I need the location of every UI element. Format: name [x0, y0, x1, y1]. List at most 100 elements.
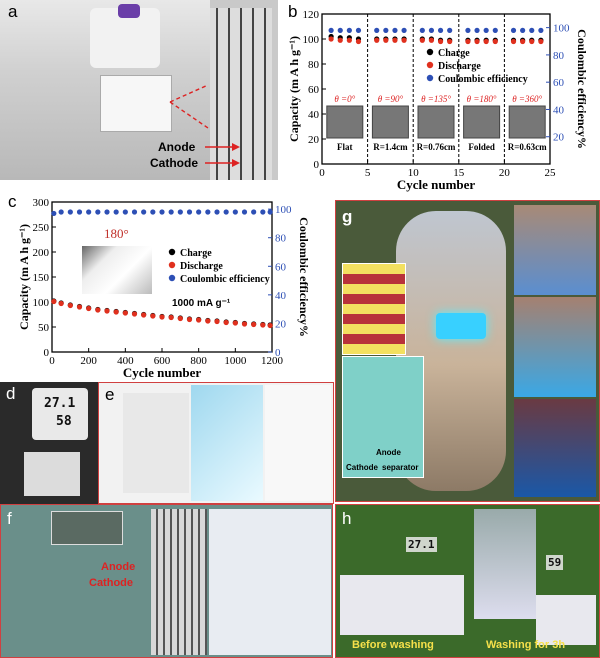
panel-label-a: a — [8, 2, 18, 21]
legend-entry: Charge — [438, 48, 470, 59]
before-washing-label: Before washing — [352, 639, 434, 651]
data-point-discharge — [483, 38, 489, 45]
data-point-discharge — [251, 321, 257, 328]
data-point-coulombic-efficiency — [437, 27, 444, 33]
data-point-discharge — [437, 38, 444, 45]
lab-coat-photo — [209, 509, 331, 655]
x-tick-label: 20 — [499, 167, 511, 179]
data-point-discharge — [104, 308, 110, 314]
data-point-discharge — [86, 305, 92, 312]
data-point-coulombic-efficiency — [223, 209, 229, 215]
data-point-discharge — [232, 320, 238, 326]
x-tick-label: 800 — [190, 355, 207, 367]
anode-label: Anode — [376, 448, 401, 457]
armband-detail-2 — [514, 297, 596, 397]
data-point-discharge — [76, 304, 83, 310]
data-point-coulombic-efficiency — [113, 209, 119, 215]
lcd-left: 27.1 — [406, 537, 437, 552]
data-point-coulombic-efficiency — [374, 27, 380, 33]
y2-tick-label: 80 — [553, 50, 565, 62]
swan-pattern — [191, 385, 263, 501]
panel-label-e: e — [105, 385, 115, 404]
data-point-coulombic-efficiency — [447, 27, 453, 33]
segment-photo — [508, 105, 546, 139]
y-axis-label: Capacity (m A h g⁻¹) — [287, 36, 301, 142]
data-point-discharge — [510, 38, 517, 45]
glowing-armband — [436, 313, 486, 339]
y2-tick-label: 40 — [275, 290, 287, 302]
cathode-label: Cathode — [150, 156, 198, 170]
y2-tick-label: 40 — [553, 104, 565, 116]
panel-g: g Anode Cathode separator — [335, 200, 600, 502]
anode-label: Anode — [158, 140, 196, 154]
sewing-machine-head — [90, 8, 160, 68]
y-tick-label: 300 — [33, 197, 50, 209]
y-tick-label: 150 — [33, 272, 50, 284]
data-point-coulombic-efficiency — [355, 27, 362, 33]
data-point-discharge — [328, 36, 334, 42]
lcd-temperature: 27.1 — [44, 396, 76, 411]
data-point-coulombic-efficiency — [328, 27, 334, 33]
anode-label: Anode — [101, 561, 136, 573]
panel-f: f Anode Cathode — [0, 504, 333, 658]
segment-angle: θ =360° — [512, 94, 542, 104]
data-point-coulombic-efficiency — [51, 210, 57, 217]
data-point-discharge — [401, 37, 407, 43]
data-point-coulombic-efficiency — [492, 27, 498, 33]
legend-marker — [168, 248, 176, 256]
hygrometer-device — [32, 388, 88, 440]
data-point-coulombic-efficiency — [95, 209, 101, 215]
data-point-discharge — [447, 38, 453, 45]
x-tick-label: 200 — [80, 355, 97, 367]
stitched-electrode-closeup — [210, 8, 272, 180]
data-point-coulombic-efficiency — [428, 27, 435, 33]
panel-label-h: h — [342, 509, 352, 528]
data-point-coulombic-efficiency — [186, 209, 193, 215]
data-point-coulombic-efficiency — [383, 27, 389, 33]
segment-angle: θ =0° — [334, 94, 355, 104]
electrode-closeup — [151, 509, 207, 655]
panel-h: h 27.1 59 Before washing Washing for 3h — [335, 504, 600, 658]
data-point-discharge — [223, 319, 229, 326]
panel-a: a Anode Cathode — [0, 0, 278, 180]
y-tick-label: 50 — [38, 322, 50, 334]
data-point-coulombic-efficiency — [337, 27, 343, 33]
segment-angle: θ =135° — [421, 94, 451, 104]
data-point-discharge — [337, 37, 343, 43]
data-point-discharge — [383, 37, 389, 43]
data-point-coulombic-efficiency — [401, 27, 407, 33]
legend-marker — [426, 74, 434, 82]
panel-label-f: f — [7, 509, 12, 528]
data-point-discharge — [95, 307, 101, 313]
legend-marker — [426, 48, 434, 56]
data-point-discharge — [51, 298, 57, 305]
lcd-humidity: 58 — [56, 414, 72, 429]
y-tick-label: 200 — [33, 247, 50, 259]
y-tick-label: 250 — [33, 222, 50, 234]
x-tick-label: 5 — [365, 167, 371, 179]
data-point-coulombic-efficiency — [529, 27, 535, 33]
y2-tick-label: 20 — [275, 318, 287, 330]
data-point-coulombic-efficiency — [419, 27, 425, 33]
y-tick-label: 0 — [44, 347, 50, 359]
data-point-discharge — [267, 322, 273, 329]
data-point-coulombic-efficiency — [168, 209, 174, 215]
data-point-coulombic-efficiency — [520, 27, 526, 33]
data-point-discharge — [177, 315, 183, 322]
y-tick-label: 60 — [308, 84, 320, 96]
segment-caption: Folded — [468, 142, 495, 152]
panel-label-g: g — [342, 207, 353, 226]
data-point-coulombic-efficiency — [465, 27, 471, 33]
legend-entry: Charge — [180, 248, 212, 259]
data-point-discharge — [529, 38, 535, 45]
data-point-discharge — [122, 310, 128, 316]
cathode-label: Cathode — [346, 463, 378, 472]
y2-tick-label: 100 — [275, 204, 292, 216]
y-tick-label: 0 — [314, 159, 320, 171]
sleeve-after-washing — [536, 595, 596, 645]
segment-photo — [371, 105, 409, 139]
data-point-discharge — [374, 37, 380, 43]
